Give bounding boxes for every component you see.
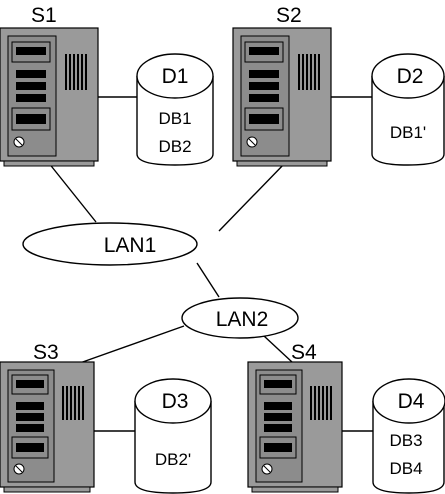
link-s1-lan1 (47, 161, 97, 223)
drive-slot (264, 443, 292, 452)
vent-grille (65, 54, 87, 90)
server-s3[interactable] (0, 361, 95, 493)
drive-bay (259, 374, 297, 395)
disk-contents-line: DB2 (158, 137, 191, 156)
drive-slot (16, 413, 44, 421)
disk-label: D2 (397, 65, 424, 88)
server-foot (3, 160, 95, 167)
drive-bay (11, 41, 51, 63)
disk-d1[interactable]: D1 DB1 DB2 (136, 53, 214, 166)
disk-cylinder-body (371, 76, 445, 166)
drive-slot (16, 70, 46, 78)
disk-contents-line: DB2' (155, 450, 191, 469)
drive-slot (264, 380, 292, 388)
disk-contents-line: DB1 (158, 109, 191, 128)
lan-label: LAN1 (104, 234, 157, 257)
drive-slot (249, 114, 279, 124)
disk-cylinder-top (136, 53, 214, 99)
drive-slot (16, 380, 44, 388)
disk-cylinder-body (134, 401, 212, 494)
disk-d2[interactable]: D2 DB1' (371, 53, 445, 166)
disk-label: D3 (162, 390, 189, 413)
server-label-s1: S1 (31, 4, 57, 27)
vent-grille (310, 386, 332, 420)
disk-contents-line: DB4 (389, 459, 422, 478)
drive-bay (244, 41, 284, 63)
drive-bay (244, 107, 284, 131)
drive-slot (264, 413, 292, 421)
connections (47, 96, 373, 432)
drive-slot (249, 70, 279, 78)
drive-slot (249, 94, 279, 102)
drive-slot (16, 94, 46, 102)
disk-cylinder-top (372, 378, 445, 424)
vent-grille (62, 386, 84, 420)
disk-cylinder-body (136, 76, 214, 166)
disk-contents-line: DB1' (390, 123, 426, 142)
disk-cylinder-body (372, 401, 445, 494)
disk-contents-line: DB3 (389, 431, 422, 450)
disk-d4[interactable]: D4 DB3 DB4 (372, 378, 445, 494)
server-label-s2: S2 (276, 4, 302, 27)
drive-slot (249, 47, 279, 55)
server-foot (3, 486, 91, 493)
server-label-s3: S3 (33, 341, 59, 364)
drive-bay (11, 107, 51, 131)
drive-slot (16, 424, 44, 432)
drive-slot (16, 443, 44, 452)
drive-slot (16, 114, 46, 124)
server-foot (236, 160, 328, 167)
lan-ellipse (22, 222, 198, 266)
server-foot (251, 486, 339, 493)
drive-slot (16, 47, 46, 55)
link-lan2-s3 (76, 325, 185, 365)
server-s1[interactable] (0, 27, 99, 167)
disk-cylinder-top (134, 378, 212, 424)
lan2[interactable]: LAN2 (181, 297, 299, 339)
drive-slot (264, 424, 292, 432)
vent-grille (298, 54, 320, 90)
disk-label: D1 (162, 65, 189, 88)
drive-bay (11, 374, 49, 395)
drive-slot (16, 82, 46, 90)
drive-slot (16, 402, 44, 410)
disk-label: D4 (398, 390, 425, 413)
drive-bay (259, 436, 297, 459)
server-s4[interactable] (247, 361, 343, 493)
lan-ellipse (181, 297, 299, 339)
drive-slot (249, 82, 279, 90)
link-lan1-lan2 (196, 262, 220, 298)
drive-slot (264, 402, 292, 410)
link-s2-lan1 (218, 161, 287, 232)
lan1[interactable]: LAN1 (22, 222, 198, 266)
link-lan2-s4 (263, 335, 293, 363)
disk-cylinder-top (371, 53, 445, 99)
drive-bay (11, 436, 49, 459)
server-label-s4: S4 (291, 341, 317, 364)
disk-d3[interactable]: D3 DB2' (134, 378, 212, 494)
lan-label: LAN2 (216, 308, 269, 331)
server-s2[interactable] (232, 27, 332, 167)
